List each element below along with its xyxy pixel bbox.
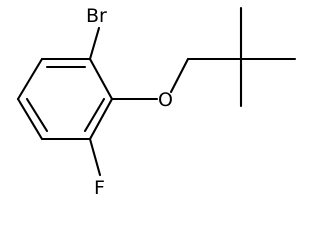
molecule-structure: Br O F <box>16 5 297 199</box>
bond-c3-f <box>88 137 102 177</box>
bond-o-ch2 <box>169 57 190 94</box>
atom-label-oxygen: O <box>158 89 173 111</box>
ring-bond-c4-c5 <box>16 97 44 141</box>
ring-bond-c5-c6 <box>16 57 44 101</box>
atom-label-bromine: Br <box>86 5 107 27</box>
atom-label-fluorine: F <box>94 177 105 199</box>
structure-canvas: Br O F <box>16 5 297 199</box>
ring-bond-c1-c2 <box>88 57 114 101</box>
double-bond-inner-left <box>25 97 49 133</box>
bond-c1-br <box>88 26 101 61</box>
double-bond-inner-right <box>83 97 106 133</box>
ring-bond-c2-c3 <box>88 97 114 141</box>
